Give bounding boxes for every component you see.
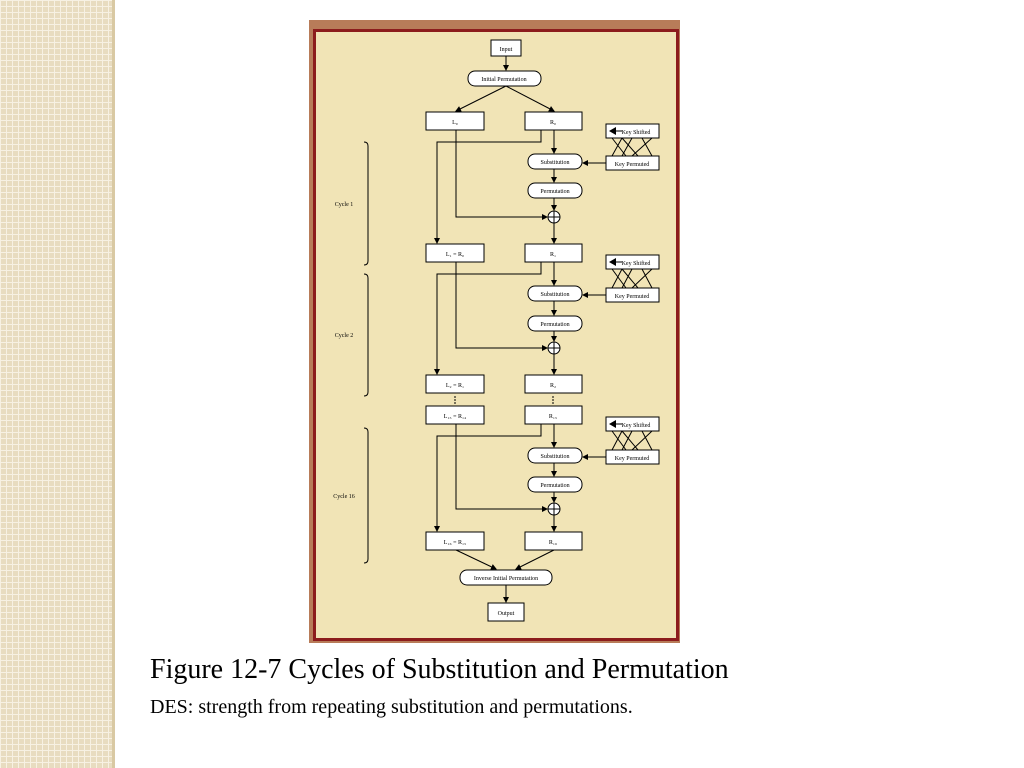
- r15-label: R₁₅: [549, 414, 557, 420]
- inverse-initial-permutation-label: Inverse Initial Permutation: [474, 576, 538, 582]
- figure-caption-title: Figure 12-7 Cycles of Substitution and P…: [150, 654, 729, 685]
- cycle-1-bracket: [363, 141, 369, 266]
- l16-label: L₁₆ = R₁₅: [444, 540, 466, 546]
- l16-box: [425, 531, 485, 551]
- l1-box: [425, 243, 485, 263]
- initial-permutation-label: Initial Permutation: [481, 77, 526, 83]
- l15-label: L₁₅ = R₁₄: [444, 414, 466, 420]
- substitution-label-2: Substitution: [540, 292, 569, 298]
- permutation-label-1: Permutation: [540, 189, 569, 195]
- l2-box: [425, 374, 485, 394]
- cycle-16-bracket: [363, 427, 369, 564]
- diagram-connectors: [363, 56, 653, 603]
- key-shifted-label-2: Key Shifted: [622, 260, 651, 267]
- permutation-box-1: [527, 182, 583, 199]
- l0-box: [425, 111, 485, 131]
- key-shifted-box-16: [605, 416, 660, 432]
- cycle-16-label: Cycle 16: [333, 494, 355, 500]
- input-label: Input: [500, 47, 513, 53]
- decorative-side-pattern: [0, 0, 114, 768]
- key-shifted-label-1: Key Shifted: [622, 129, 651, 136]
- l0-label: L₀: [452, 120, 458, 126]
- l15-box: [425, 405, 485, 425]
- side-pattern-edge: [112, 0, 115, 768]
- l2-label: L₂ = R₁: [446, 383, 464, 389]
- output-box: [487, 602, 525, 622]
- l1-label: L₁ = R₀: [446, 252, 464, 258]
- output-label: Output: [498, 611, 515, 617]
- key-shifted-box-1: [605, 123, 660, 139]
- substitution-label-1: Substitution: [540, 160, 569, 166]
- key-permuted-label-16: Key Permuted: [615, 456, 650, 462]
- initial-permutation-box: [467, 70, 542, 87]
- des-flow-diagram: Input Initial Permutation L₀ R₀ Substitu…: [333, 39, 660, 622]
- key-shifted-label-16: Key Shifted: [622, 422, 651, 429]
- cycle-1-label: Cycle 1: [335, 202, 354, 208]
- permutation-label-16: Permutation: [540, 483, 569, 489]
- figure-caption-subtitle: DES: strength from repeating substitutio…: [150, 696, 633, 718]
- permutation-label-2: Permutation: [540, 322, 569, 328]
- r1-label: R₁: [550, 252, 556, 258]
- r0-label: R₀: [550, 120, 556, 126]
- r2-box: [524, 374, 583, 394]
- des-diagram-panel: Input Initial Permutation L₀ R₀ Substitu…: [313, 29, 679, 641]
- r16-label: R₁₆: [549, 540, 557, 546]
- figure-frame: Input Initial Permutation L₀ R₀ Substitu…: [309, 20, 680, 643]
- key-permuted-label-1: Key Permuted: [615, 162, 650, 168]
- r2-label: R₂: [550, 383, 556, 389]
- permutation-box-16: [527, 476, 583, 493]
- key-shift-arrow-icons: [609, 127, 616, 428]
- permutation-box-2: [527, 315, 583, 332]
- cycle-2-label: Cycle 2: [335, 333, 354, 339]
- cycle-2-bracket: [363, 273, 369, 397]
- key-shifted-box-2: [605, 254, 660, 270]
- key-permuted-label-2: Key Permuted: [615, 294, 650, 300]
- substitution-label-16: Substitution: [540, 454, 569, 460]
